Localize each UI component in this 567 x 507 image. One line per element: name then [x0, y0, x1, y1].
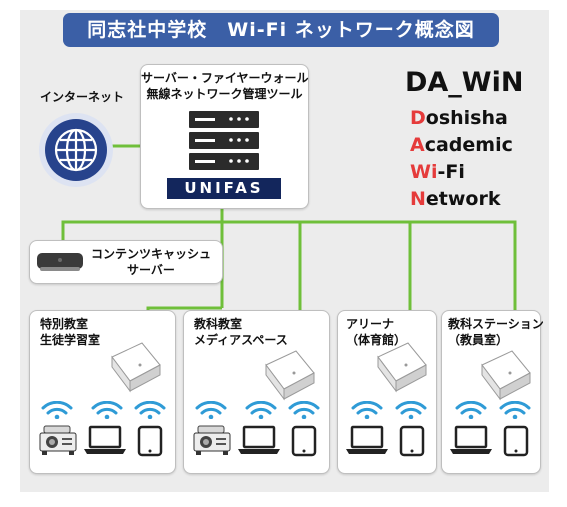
- tablet-icon: [503, 425, 529, 457]
- room-arena: アリーナ （体育館）: [337, 310, 437, 474]
- brand-name: DA_WiN: [405, 67, 524, 98]
- room-label-line1: アリーナ: [346, 317, 395, 331]
- room-subject-station: 教科ステーション （教員室）: [441, 310, 544, 474]
- acronym-line-4: Network: [410, 188, 501, 210]
- cache-label-line2: サーバー: [127, 263, 175, 277]
- internet-label: インターネット: [40, 90, 125, 104]
- wifi-icon: [499, 401, 531, 419]
- wifi-icon: [195, 401, 227, 419]
- room-label-line2: メディアスペース: [194, 333, 288, 347]
- acronym-line-1: Doshisha: [410, 107, 508, 129]
- projector-icon: [193, 425, 231, 455]
- access-point-icon: [481, 350, 531, 401]
- projector-icon: [39, 425, 77, 455]
- server-rack-icon: [189, 111, 259, 170]
- wifi-icon: [288, 401, 320, 419]
- wifi-icon: [455, 401, 487, 419]
- wifi-icon: [41, 401, 73, 419]
- room-label-line1: 特別教室: [40, 317, 89, 331]
- laptop-icon: [84, 425, 126, 454]
- wifi-icon: [351, 401, 383, 419]
- room-subject-classroom: 教科教室 メディアスペース: [183, 310, 330, 474]
- laptop-icon: [346, 425, 388, 454]
- globe-icon: [39, 113, 113, 187]
- laptop-icon: [238, 425, 280, 454]
- room-label-line2: 生徒学習室: [40, 333, 101, 347]
- acronym-line-3: Wi-Fi: [410, 161, 465, 183]
- unifas-logo: UNIFAS: [167, 178, 281, 199]
- server-label-line1: サーバー・ファイヤーウォール: [141, 71, 309, 85]
- wifi-icon: [91, 401, 123, 419]
- access-point-icon: [265, 350, 315, 401]
- laptop-icon: [450, 425, 492, 454]
- tablet-icon: [137, 425, 163, 457]
- room-label-line1: 教科教室: [194, 317, 243, 331]
- access-point-icon: [377, 342, 427, 393]
- diagram-title: 同志社中学校 Wi-Fi ネットワーク概念図: [63, 13, 499, 47]
- tablet-icon: [399, 425, 425, 457]
- access-point-icon: [111, 342, 161, 393]
- server-label-line2: 無線ネットワーク管理ツール: [146, 87, 303, 101]
- wifi-icon: [134, 401, 166, 419]
- room-label-line2: （体育館）: [346, 333, 407, 347]
- room-special-classroom: 特別教室 生徒学習室: [29, 310, 176, 474]
- server-box: サーバー・ファイヤーウォール 無線ネットワーク管理ツール UNIFAS: [140, 64, 309, 209]
- room-label-line2: （教員室）: [448, 333, 509, 347]
- room-label-line1: 教科ステーション: [448, 317, 544, 331]
- cache-server-box: コンテンツキャッシュ サーバー: [29, 240, 223, 284]
- cache-label-line1: コンテンツキャッシュ: [90, 247, 211, 261]
- mac-mini-icon: [37, 253, 83, 271]
- wifi-icon: [245, 401, 277, 419]
- acronym-line-2: Academic: [410, 134, 513, 156]
- tablet-icon: [291, 425, 317, 457]
- wifi-icon: [395, 401, 427, 419]
